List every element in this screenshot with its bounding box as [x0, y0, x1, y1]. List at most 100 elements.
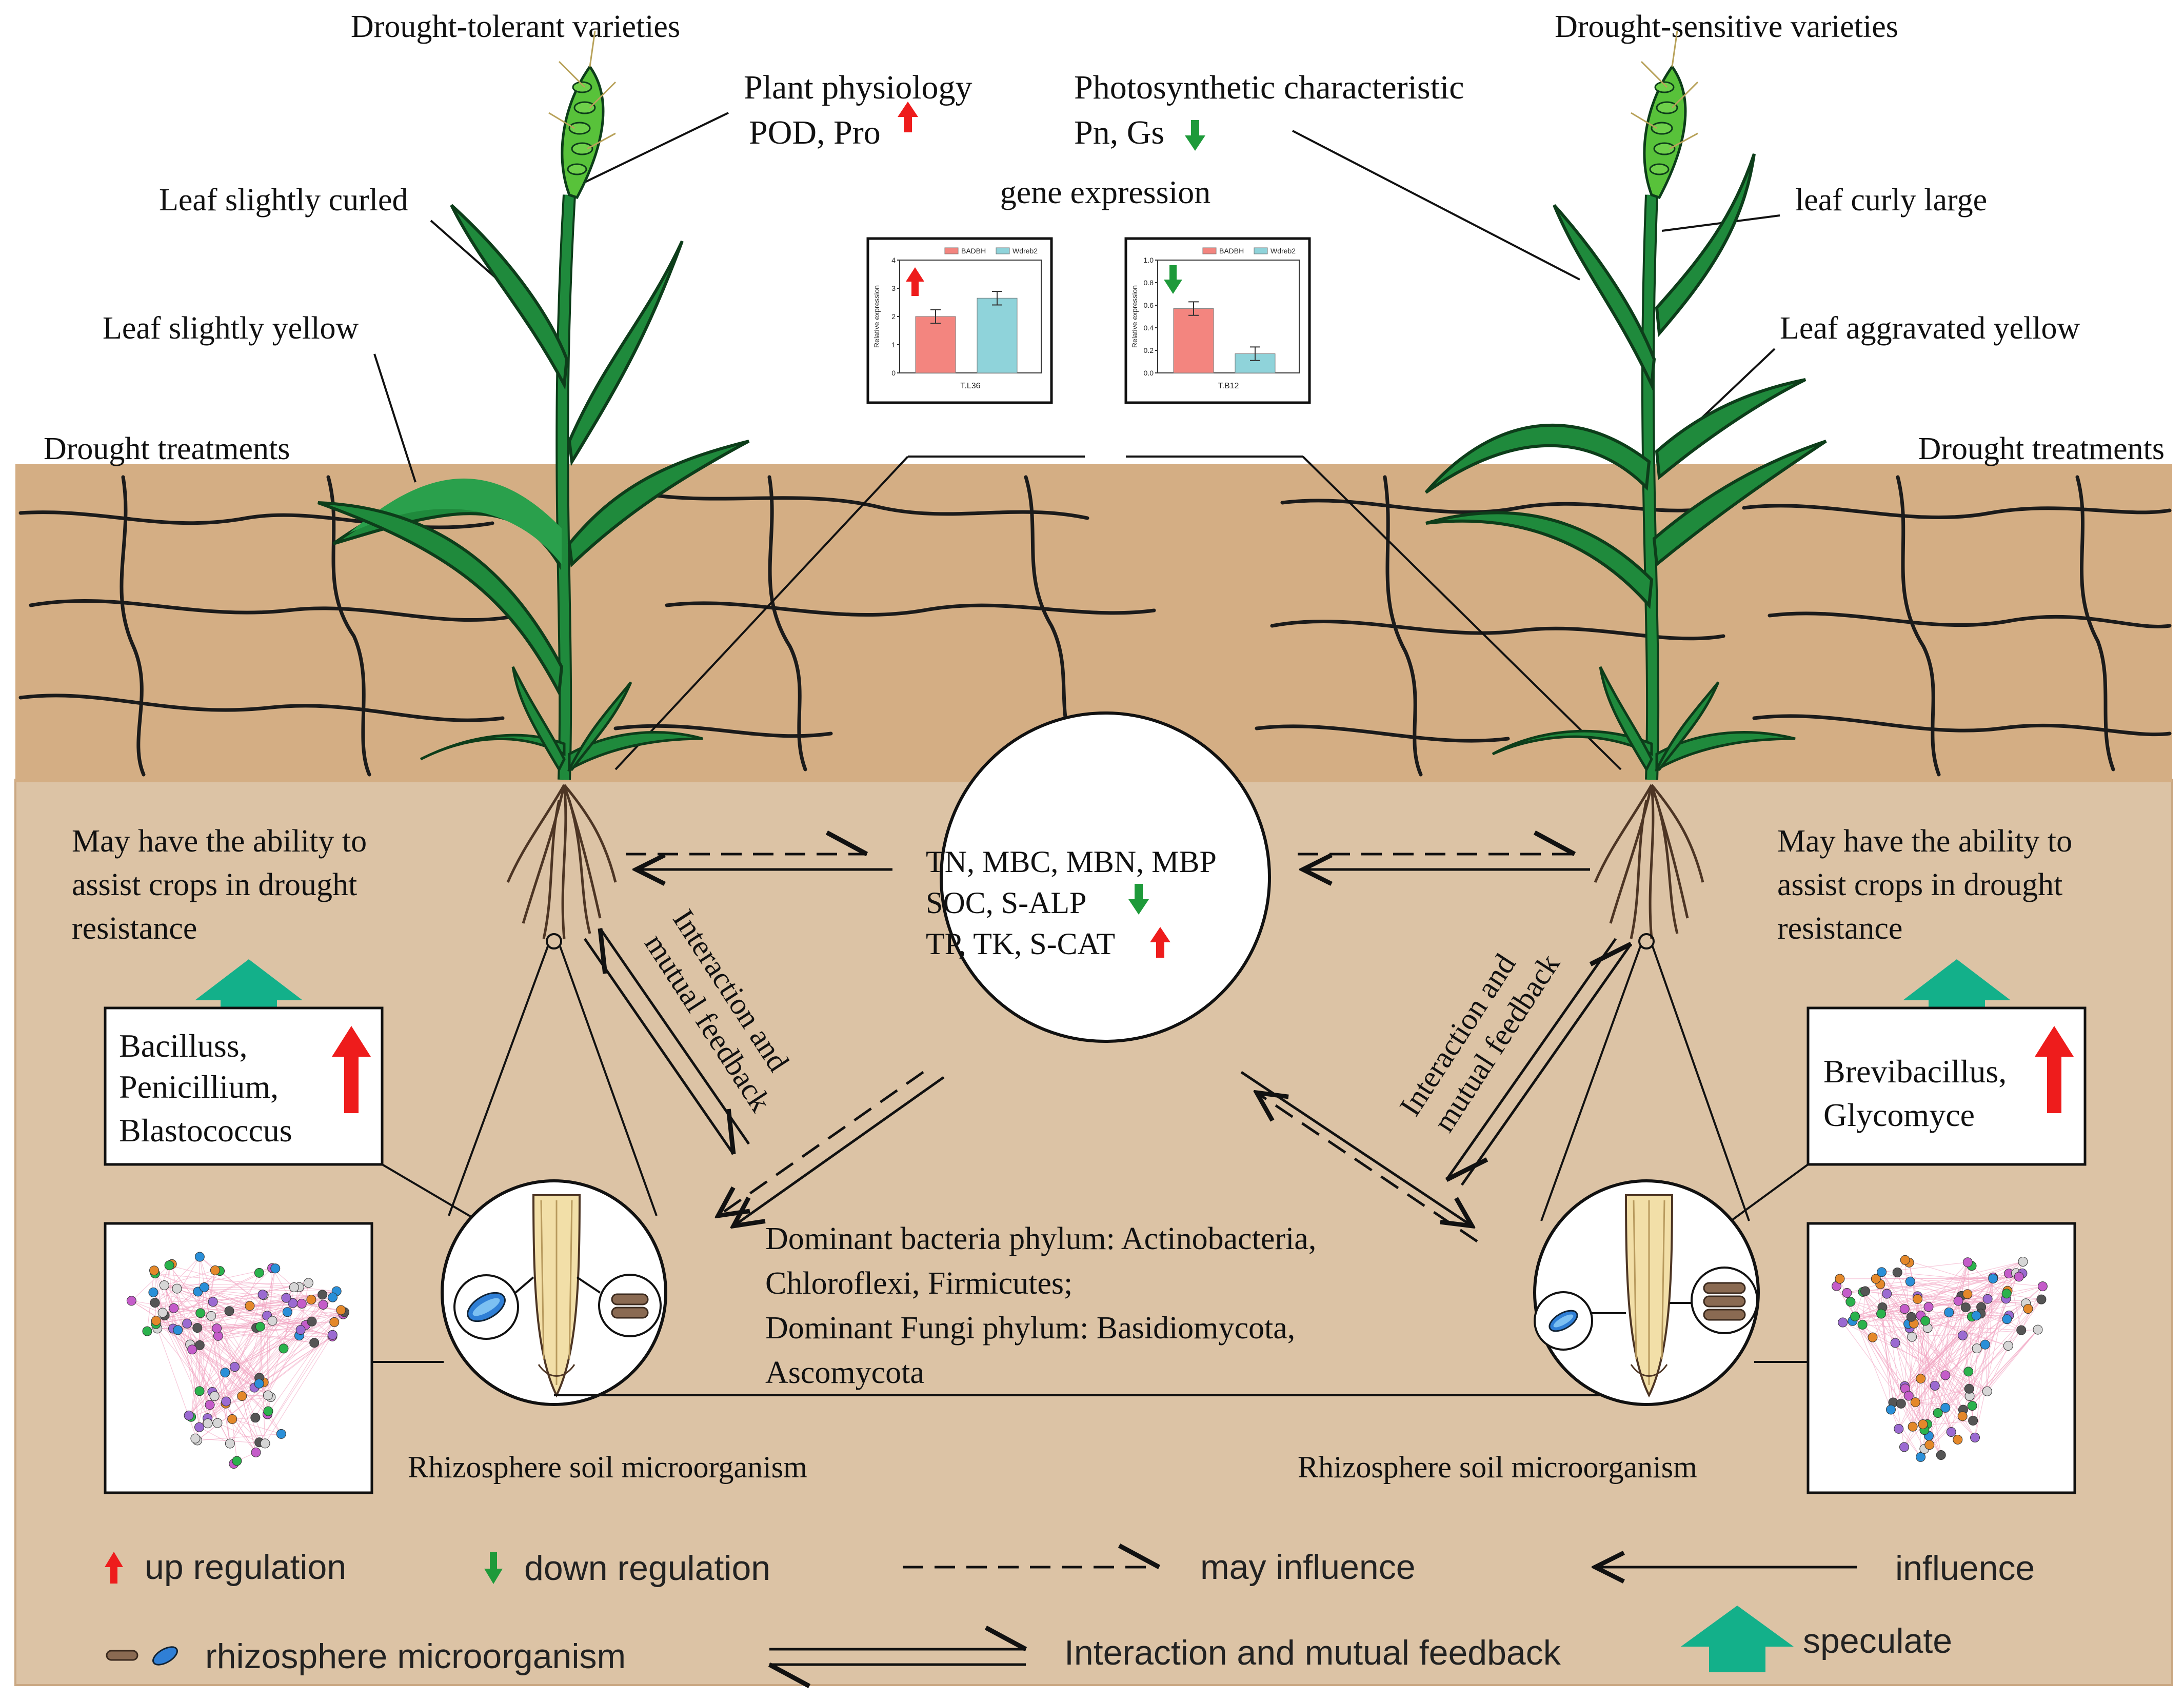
network-edge [1961, 1262, 1968, 1296]
network-edge [131, 1265, 170, 1301]
network-edge [197, 1291, 288, 1313]
network-node [1906, 1312, 1916, 1322]
network-node [1882, 1289, 1892, 1299]
chart-0-ytick-label-0: 0 [891, 369, 896, 377]
chart-1-axes [1157, 260, 1300, 373]
chart-1-ytick-label-5: 1.0 [1144, 256, 1154, 264]
soil-line-2: SOC, S-ALP [926, 886, 1086, 920]
network-node [210, 1265, 220, 1275]
gene-chart-left-frame [866, 237, 1053, 404]
network-node [1962, 1289, 1973, 1299]
legend-fungi-icon [106, 1650, 138, 1661]
network-node [172, 1283, 182, 1294]
legend-rhizo-label: rhizosphere microorganism [205, 1637, 626, 1676]
network-node [232, 1456, 242, 1466]
left-genus-3: Blastococcus [119, 1112, 292, 1149]
network-edge [232, 1419, 237, 1461]
network-edge [1875, 1278, 1958, 1440]
dominant-line-3: Dominant Fungi phylum: Basidiomycota, [765, 1311, 1295, 1346]
network-edge [225, 1312, 345, 1373]
legend-down-label: down regulation [524, 1549, 770, 1588]
network-node [1835, 1274, 1845, 1284]
network-edge [1904, 1328, 1928, 1389]
network-edge [218, 1314, 344, 1336]
network-edge [197, 1433, 282, 1441]
left-bubble-pointers [514, 1276, 601, 1294]
network-edge [177, 1297, 333, 1331]
network-edge [299, 1310, 342, 1336]
network-edge [177, 1330, 264, 1383]
chart-0-ytick-label-2: 2 [891, 312, 896, 321]
network-node [150, 1298, 160, 1308]
plant-physiology-label: Plant physiology [744, 69, 972, 106]
network-node [1968, 1415, 1978, 1426]
network-edge [1908, 1262, 1968, 1396]
network-edge [1905, 1290, 2008, 1389]
right-genus-2: Glycomyce [1823, 1097, 1975, 1133]
network-node [194, 1422, 205, 1432]
network-node [212, 1418, 223, 1428]
chart-1-ytick-label-1: 0.2 [1144, 346, 1154, 354]
network-node [1930, 1380, 1940, 1391]
chart-0-legend-label-Wdreb2: Wdreb2 [1012, 247, 1038, 255]
network-node [1980, 1339, 1990, 1350]
left-rhizosphere-label: Rhizosphere soil microorganism [408, 1450, 807, 1484]
network-node [1964, 1383, 1974, 1394]
network-node [1957, 1411, 1968, 1421]
network-node [184, 1410, 194, 1420]
network-edge [1855, 1316, 1925, 1430]
legend-speculate-arrow-icon [1681, 1606, 1794, 1672]
network-node [224, 1306, 234, 1316]
network-node [1962, 1257, 1973, 1268]
network-edge [1904, 1323, 1909, 1387]
network-node [2014, 1272, 2024, 1282]
network-edge [283, 1287, 294, 1349]
network-edge [1920, 1378, 1923, 1425]
network-node [1971, 1311, 1981, 1321]
bacteria-blue-icon [1548, 1310, 1578, 1332]
right-drought-treatments: Drought treatments [1918, 431, 2165, 466]
network-node [276, 1429, 286, 1439]
network-node [164, 1260, 174, 1271]
network-node [212, 1323, 222, 1334]
chart-1-legend-swatch-BADBH [1202, 247, 1217, 254]
network-node [187, 1344, 197, 1355]
network-node [1916, 1452, 1926, 1462]
soil-line-1: TN, MBC, MBN, MBP [926, 845, 1217, 879]
chart-0-xlabel: T.L36 [960, 382, 980, 390]
left-drought-treatments: Drought treatments [44, 431, 290, 466]
network-node [1890, 1338, 1900, 1348]
network-node [329, 1317, 340, 1327]
network-edge [259, 1310, 342, 1443]
network-node [245, 1301, 255, 1311]
drought-sensitive-wheat-plant [1424, 30, 1827, 939]
right-genus-1: Brevibacillus, [1823, 1053, 2007, 1090]
network-node [303, 1278, 313, 1288]
network-edge [1928, 1344, 1986, 1436]
network-node [220, 1368, 230, 1378]
legend-up-label: up regulation [145, 1548, 346, 1587]
network-edge [1987, 1329, 2038, 1392]
network-edge [169, 1265, 174, 1329]
soil-down-arrow-icon [1128, 884, 1149, 915]
chart-0-ytick-label-4: 4 [891, 256, 896, 264]
network-node [194, 1252, 205, 1262]
network-node [251, 1447, 261, 1457]
gene-expression-title: gene expression [1000, 174, 1211, 210]
network-node [2001, 1289, 2012, 1299]
chart-1-legend-swatch-Wdreb2 [1254, 247, 1268, 254]
network-node [307, 1316, 317, 1327]
network-node [2037, 1281, 2048, 1292]
network-node [159, 1280, 169, 1291]
legend-speculate-label: speculate [1803, 1621, 1952, 1660]
network-edge [234, 1367, 266, 1444]
network-edge [1904, 1313, 1981, 1387]
dominant-line-4: Ascomycota [765, 1355, 924, 1390]
network-node [1908, 1421, 1918, 1432]
legend-down-arrow-icon [484, 1552, 503, 1584]
network-node [151, 1316, 161, 1326]
network-node [1892, 1267, 1902, 1277]
network-node [1868, 1332, 1878, 1342]
chart-1-legend-label-BADBH: BADBH [1219, 247, 1244, 255]
